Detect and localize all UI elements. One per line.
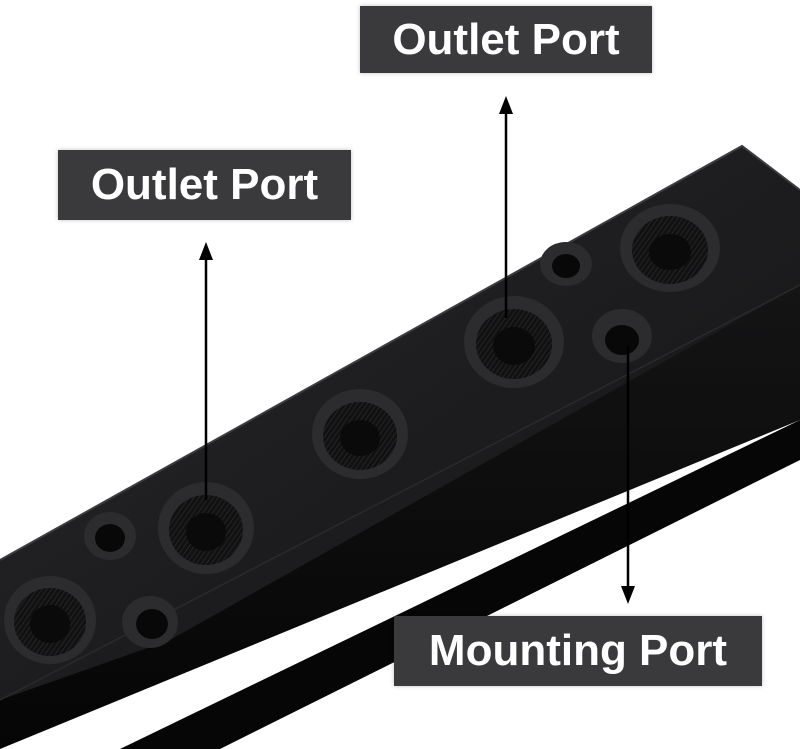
outlet-port-hole [620, 204, 720, 292]
outlet-port-hole [312, 389, 408, 479]
outlet-port-label-left: Outlet Port [58, 150, 351, 220]
outlet-port-label-text: Outlet Port [392, 14, 620, 64]
arrow-outlet-top [499, 96, 513, 318]
outlet-port-hole [4, 576, 96, 664]
manifold-bottom-face [120, 420, 800, 749]
mounting-port-label-text: Mounting Port [428, 626, 728, 675]
mounting-port-label: Mounting Port [394, 616, 762, 686]
mounting-port-hole [540, 242, 592, 286]
manifold-side-face [0, 285, 800, 749]
mounting-port-hole [84, 512, 136, 560]
manifold-edge-highlight [0, 144, 800, 561]
mounting-port-hole [122, 596, 178, 648]
arrow-outlet-left [199, 242, 213, 500]
mounting-port-hole [592, 309, 652, 363]
outlet-port-hole [158, 482, 254, 574]
outlet-port-label-text: Outlet Port [90, 160, 319, 209]
outlet-port-hole [464, 296, 564, 388]
arrow-mounting [621, 346, 635, 604]
outlet-port-label-top: Outlet Port [360, 6, 652, 73]
